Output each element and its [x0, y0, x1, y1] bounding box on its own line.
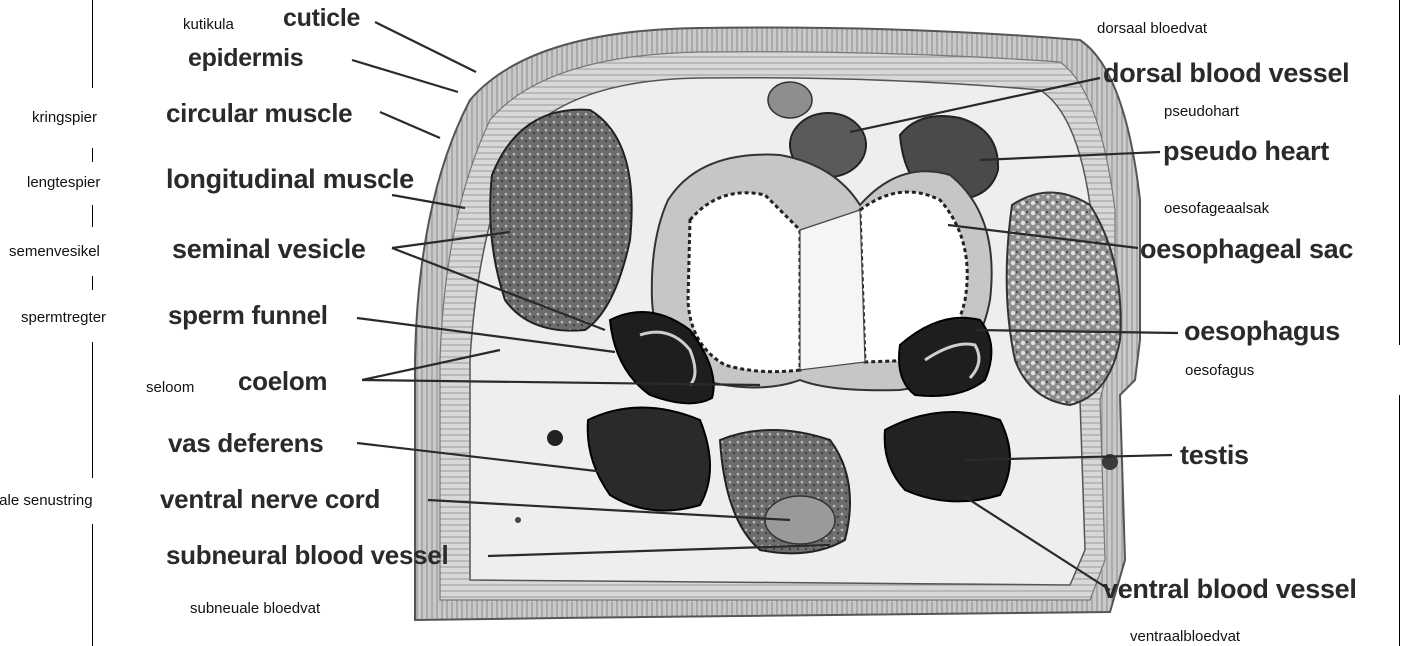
label-oesophageal-sac: oesophageal sac: [1140, 234, 1353, 265]
label-subneuale-bloedvat: subneuale bloedvat: [190, 600, 320, 617]
label-pseudo-heart: pseudo heart: [1163, 136, 1329, 167]
label-circular-muscle: circular muscle: [166, 98, 352, 129]
label-oesophagus: oesophagus: [1184, 316, 1340, 347]
label-subneural-blood-vessel: subneural blood vessel: [166, 540, 448, 571]
label-dorsaal-bloedvat: dorsaal bloedvat: [1097, 20, 1207, 37]
oesophagus-lumen-left: [688, 193, 800, 372]
right-guide-line-1: [1399, 0, 1400, 345]
left-guide-line-3: [92, 205, 93, 227]
left-guide-line-6: [92, 524, 93, 646]
label-lengtespier: lengtespier: [27, 174, 100, 191]
label-cuticle: cuticle: [283, 4, 360, 33]
label-pseudohart: pseudohart: [1164, 103, 1239, 120]
label-dorsal-blood-vessel: dorsal blood vessel: [1103, 58, 1349, 89]
label-spermtregter: spermtregter: [21, 309, 106, 326]
label-semenvesikel: semenvesikel: [9, 243, 100, 260]
label-seloom: seloom: [146, 379, 194, 396]
left-guide-line-5: [92, 342, 93, 478]
label-kutikula: kutikula: [183, 16, 234, 33]
left-guide-line-2: [92, 148, 93, 162]
label-ventral-blood-vessel: ventral blood vessel: [1103, 574, 1357, 605]
seminal-vesicle-left: [490, 110, 631, 331]
label-oesofageaalsak: oesofageaalsak: [1164, 200, 1269, 217]
label-vas-deferens: vas deferens: [168, 428, 323, 459]
right-guide-line-2: [1399, 395, 1400, 646]
label-longitudinal-muscle: longitudinal muscle: [166, 164, 414, 195]
label-senustring: trale senustring: [0, 492, 93, 509]
label-kringspier: kringspier: [32, 109, 97, 126]
left-guide-line-1: [92, 0, 93, 88]
label-ventral-nerve-cord: ventral nerve cord: [160, 484, 380, 515]
label-epidermis: epidermis: [188, 44, 303, 73]
label-ventraalbloedvat: ventraalbloedvat: [1130, 628, 1240, 645]
label-sperm-funnel: sperm funnel: [168, 300, 328, 331]
testis-shape: [885, 412, 1010, 501]
label-oesofagus: oesofagus: [1185, 362, 1254, 379]
label-coelom: coelom: [238, 366, 327, 397]
label-seminal-vesicle: seminal vesicle: [172, 234, 366, 265]
left-guide-line-4: [92, 276, 93, 290]
label-testis: testis: [1180, 440, 1249, 471]
